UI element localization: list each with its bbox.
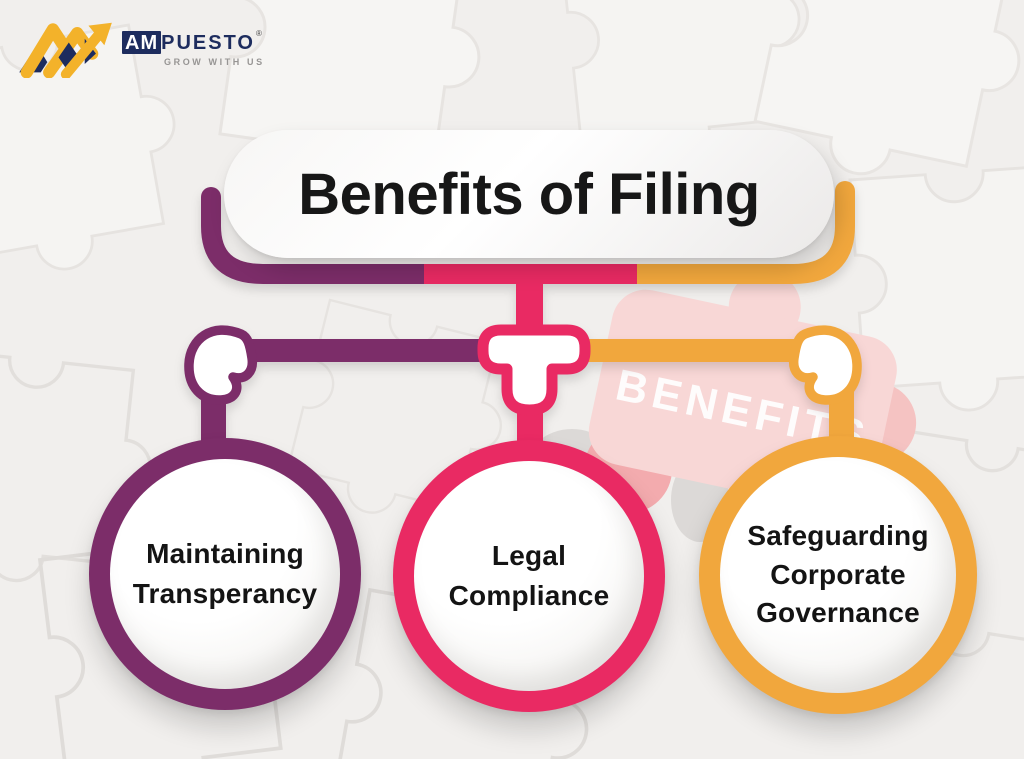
- left-branch-bar: [236, 339, 490, 362]
- node-label-line: Legal: [491, 540, 567, 572]
- node-inner-circle: Safeguarding Corporate Governance: [720, 457, 956, 693]
- brand-suffix: PUESTO: [161, 32, 255, 54]
- center-t-junction: [477, 324, 591, 416]
- ampuesto-logo: AM PUESTO ® GROW WITH US: [16, 20, 265, 78]
- registered-mark: ®: [255, 29, 262, 38]
- right-elbow-knob: [788, 325, 862, 405]
- right-branch-bar: [578, 339, 800, 362]
- node-label-line: Compliance: [448, 580, 610, 611]
- node-label-line: Governance: [756, 597, 920, 629]
- node-label-line: Maintaining: [146, 538, 304, 570]
- node-inner-circle: Legal Compliance: [414, 461, 644, 691]
- brand-prefix: AM: [122, 31, 162, 54]
- page-title: Benefits of Filing: [298, 161, 760, 227]
- node-label-line: Corporate: [770, 558, 906, 590]
- title-banner: Benefits of Filing: [224, 130, 834, 258]
- node-label-line: Safeguarding: [747, 520, 929, 552]
- node-inner-circle: Maintaining Transperancy: [110, 459, 340, 689]
- brand-tagline: GROW WITH US: [164, 57, 265, 67]
- node-legal-compliance: Legal Compliance: [393, 440, 665, 712]
- ampuesto-logo-mark: [19, 22, 112, 78]
- left-elbow-knob: [184, 325, 258, 405]
- node-label-line: Transperancy: [132, 578, 318, 609]
- ampuesto-logo-text: AM PUESTO ® GROW WITH US: [122, 29, 265, 67]
- node-maintaining-transperancy: Maintaining Transperancy: [89, 438, 361, 710]
- node-safeguarding-corporate-governance: Safeguarding Corporate Governance: [699, 436, 977, 714]
